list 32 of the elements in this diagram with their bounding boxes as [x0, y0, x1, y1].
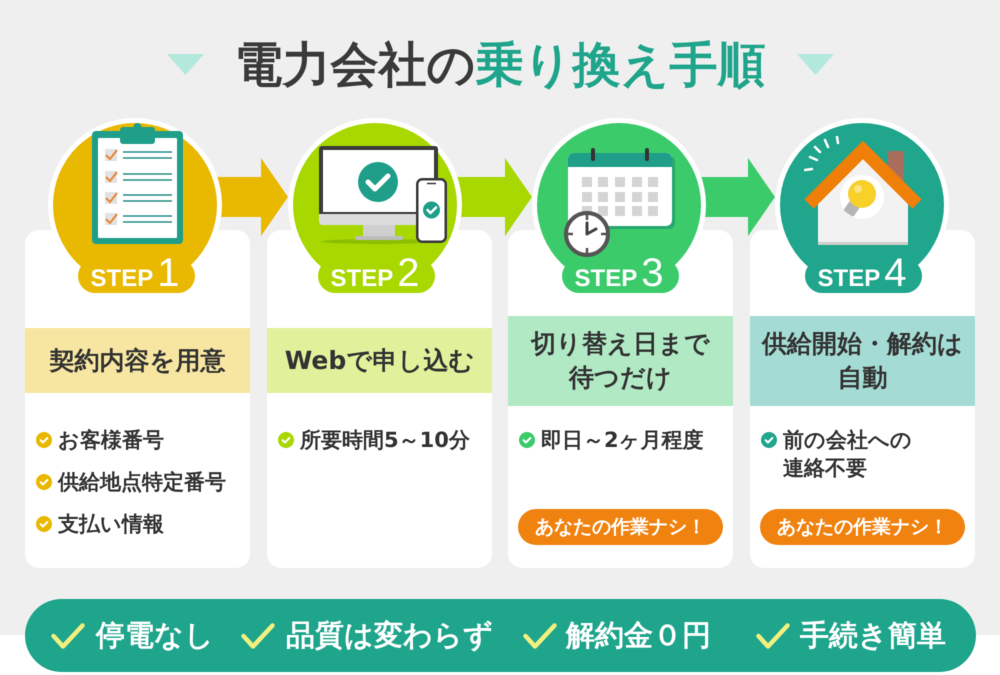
title: 電力会社の乗り換え手順 [234, 38, 766, 92]
heading-band [750, 316, 975, 406]
step-label: STEP [90, 267, 154, 291]
feature-text: 解約金０円 [566, 617, 711, 654]
bullet-text: 所要時間5～10分 [300, 427, 470, 454]
heading-band [267, 328, 492, 393]
bullet-text: 供給地点特定番号 [58, 469, 226, 496]
step-label: STEP [574, 267, 638, 291]
step-heading: 切り替え日まで待つだけ [530, 328, 711, 394]
feature-text: 品質は変わらず [286, 617, 493, 654]
feature-text: 手続き簡単 [800, 617, 946, 654]
step-label: STEP [330, 267, 394, 291]
step-number: 1 [157, 253, 180, 293]
arrow [456, 158, 532, 236]
bullet-text: 支払い情報 [58, 511, 164, 538]
note-pill: あなたの作業ナシ！ [760, 509, 965, 545]
step-heading: Webで申し込む [284, 344, 474, 376]
step-heading: 契約内容を用意 [50, 344, 226, 376]
note-pill: あなたの作業ナシ！ [518, 509, 723, 545]
arrow [216, 158, 288, 236]
bullet-text: お客様番号 [58, 427, 164, 454]
heading-band [25, 328, 250, 393]
step-number: 4 [884, 253, 906, 293]
step-label: STEP [818, 267, 880, 291]
heading-band [508, 316, 733, 406]
feature-text: 停電なし [96, 617, 214, 654]
step-heading: 供給開始・解約は自動 [760, 328, 964, 394]
step-number: 2 [397, 253, 420, 293]
bullet-text: 前の会社への連絡不要 [783, 427, 913, 482]
arrow [700, 158, 775, 236]
step-number: 3 [641, 253, 664, 293]
bullet-text: 即日～2ヶ月程度 [541, 427, 704, 454]
